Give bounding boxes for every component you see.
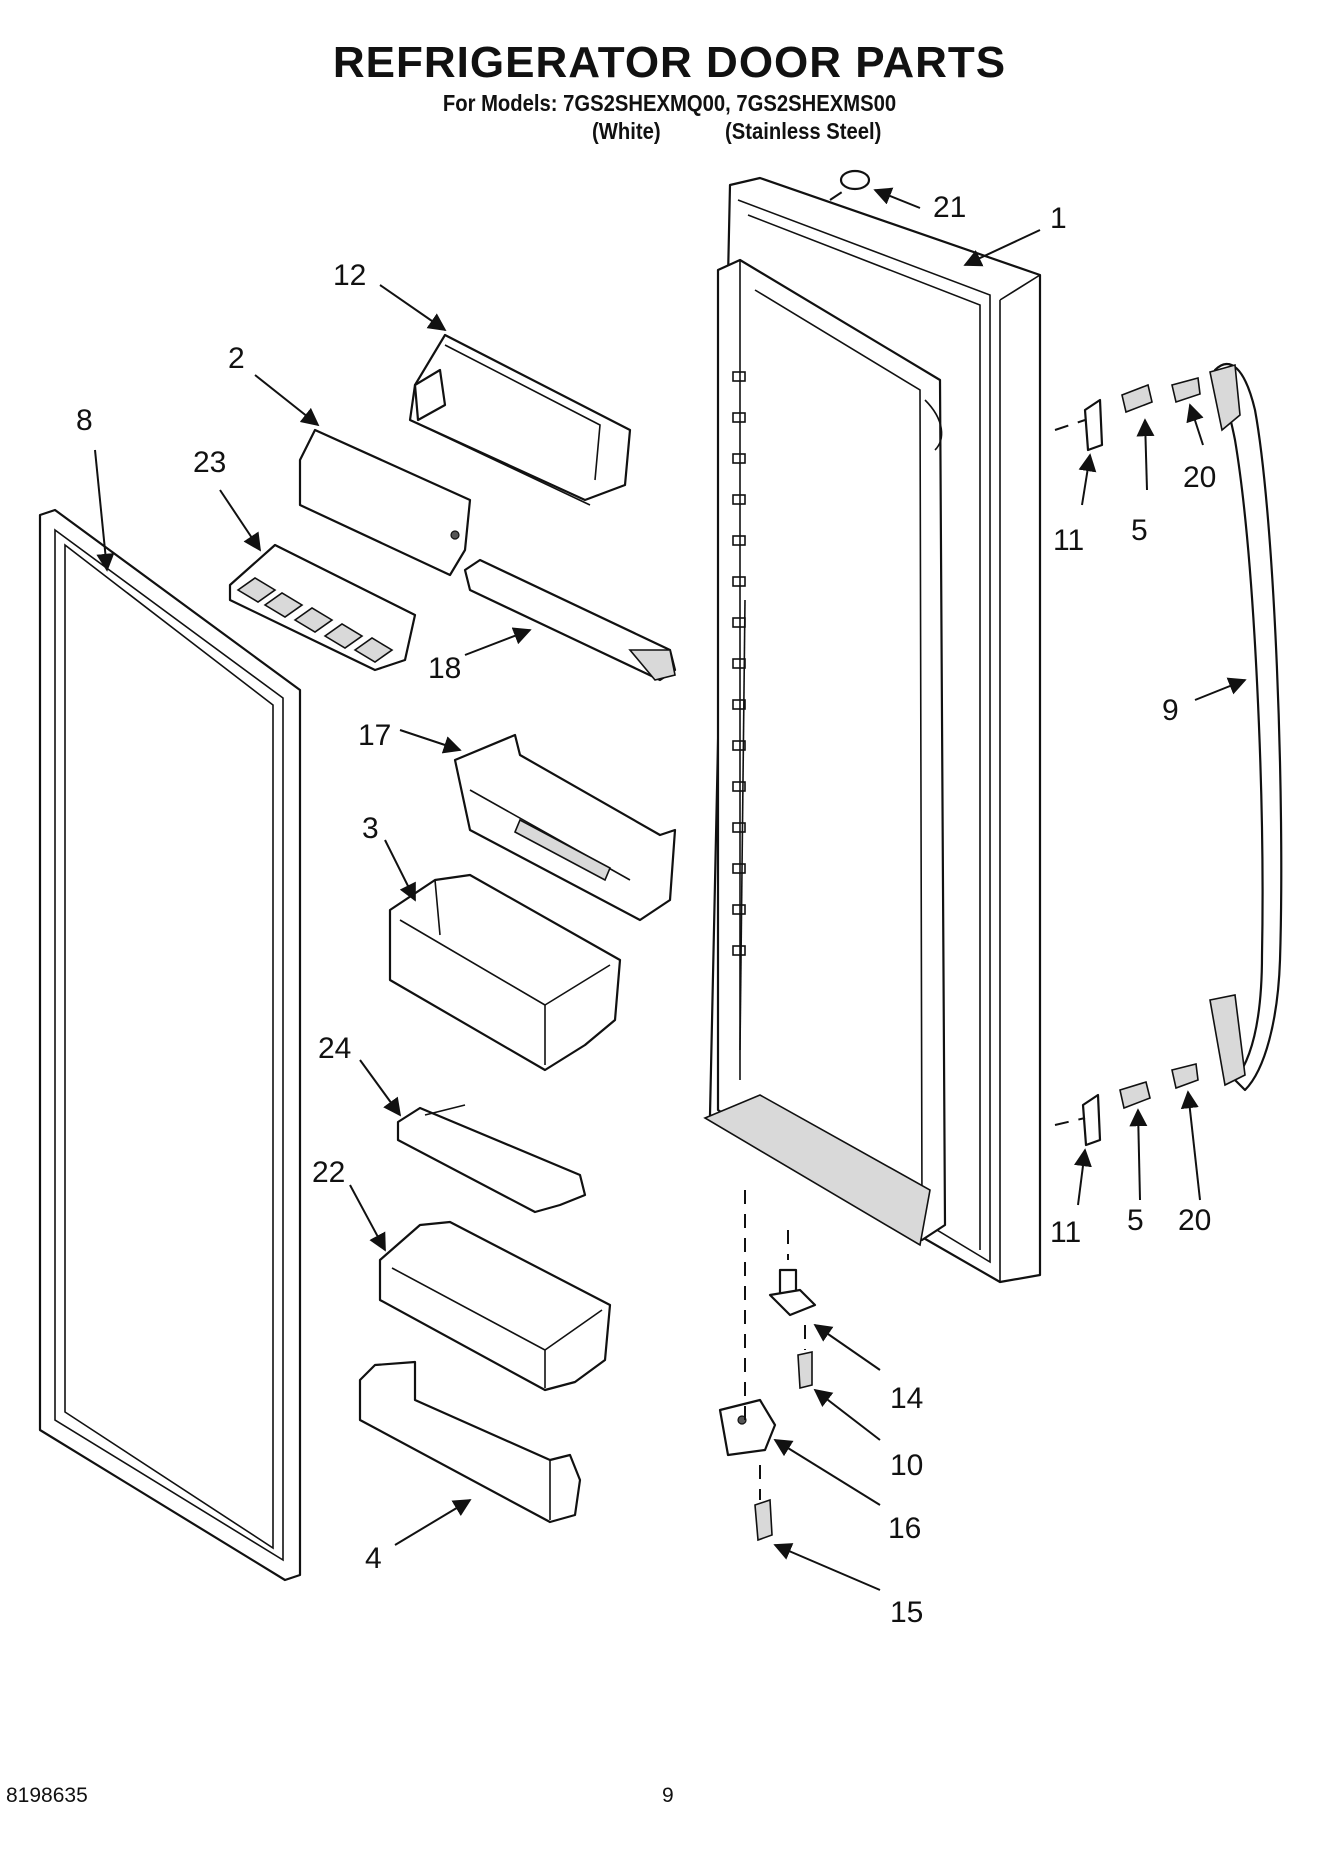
- liner-slot: [732, 453, 746, 464]
- callout-17: 17: [358, 719, 391, 752]
- liner-slot: [732, 822, 746, 833]
- liner-slot: [732, 781, 746, 792]
- part-9-door-handle: [1209, 362, 1283, 1092]
- part-14-hinge-pin: [768, 1268, 817, 1317]
- liner-slot: [732, 494, 746, 505]
- page-title: REFRIGERATOR DOOR PARTS: [332, 38, 1007, 87]
- callout-20-lower: 20: [1178, 1204, 1211, 1237]
- variant-stainless-label: (Stainless Steel): [725, 118, 882, 144]
- liner-slot: [732, 371, 746, 382]
- liner-slot: [732, 535, 746, 546]
- part-4-bottom-bin: [358, 1360, 582, 1524]
- part-1-door: [703, 176, 1042, 1284]
- callout-21: 21: [933, 191, 966, 224]
- part-22-door-bin: [378, 1220, 612, 1392]
- liner-slot: [732, 863, 746, 874]
- callout-4: 4: [365, 1542, 382, 1575]
- callout-5-lower: 5: [1127, 1204, 1144, 1237]
- callout-14: 14: [890, 1382, 923, 1415]
- liner-slot: [732, 945, 746, 956]
- part-3-door-bin: [388, 873, 622, 1072]
- callout-18: 18: [428, 652, 461, 685]
- leader-arrows: [94, 187, 1247, 1591]
- page-number: 9: [662, 1784, 674, 1807]
- part-18-trim: [463, 558, 677, 682]
- liner-slot: [732, 658, 746, 669]
- part-21-plug: [839, 169, 871, 191]
- part-20-upper-screw: [1171, 376, 1201, 404]
- variant-white-label: (White): [592, 118, 661, 144]
- callout-11-upper: 11: [1053, 524, 1084, 557]
- part-23-rack: [228, 543, 417, 672]
- callout-16: 16: [888, 1512, 921, 1545]
- liner-slot: [732, 576, 746, 587]
- part-12-dairy-compartment: [408, 333, 632, 506]
- part-17-bin: [453, 733, 677, 922]
- part-24-shelf: [396, 1104, 587, 1214]
- part-2-compartment-door: [298, 428, 472, 577]
- liner-slot: [732, 699, 746, 710]
- liner-slot: [732, 740, 746, 751]
- callout-5-upper: 5: [1131, 514, 1148, 547]
- part-5-upper-screw: [1121, 383, 1153, 414]
- callout-1: 1: [1050, 202, 1067, 235]
- liner-slot: [732, 412, 746, 423]
- callout-20-upper: 20: [1183, 461, 1216, 494]
- callout-labels: 21 1 12 2 8 23 18 17 3 24 22 4 9 11 5 20…: [76, 191, 1216, 1629]
- part-5-lower-screw: [1119, 1080, 1151, 1110]
- callout-11-lower: 11: [1050, 1216, 1081, 1249]
- callout-2: 2: [228, 342, 245, 375]
- part-11-upper-clip: [1083, 398, 1104, 452]
- callout-24: 24: [318, 1032, 351, 1065]
- callout-12: 12: [333, 259, 366, 292]
- callout-22: 22: [312, 1156, 345, 1189]
- document-number: 8198635: [6, 1784, 88, 1807]
- callout-3: 3: [362, 812, 379, 845]
- callout-10: 10: [890, 1449, 923, 1482]
- assembly-lines: [744, 189, 1086, 1500]
- callout-9: 9: [1162, 694, 1179, 727]
- part-11-lower-clip: [1081, 1093, 1102, 1147]
- part-10-screw: [797, 1351, 813, 1390]
- callout-23: 23: [193, 446, 226, 479]
- liner-slot: [732, 617, 746, 628]
- part-20-lower-screw: [1171, 1063, 1199, 1090]
- part-15-screw: [754, 1498, 773, 1542]
- door-liner-slots: [732, 371, 746, 956]
- part-8-door-gasket: [38, 508, 302, 1582]
- callout-15: 15: [890, 1596, 923, 1629]
- liner-slot: [732, 904, 746, 915]
- callout-8: 8: [76, 404, 93, 437]
- part-16-hinge-bracket: [718, 1398, 777, 1457]
- models-line: For Models: 7GS2SHEXMQ00, 7GS2SHEXMS00: [442, 90, 897, 116]
